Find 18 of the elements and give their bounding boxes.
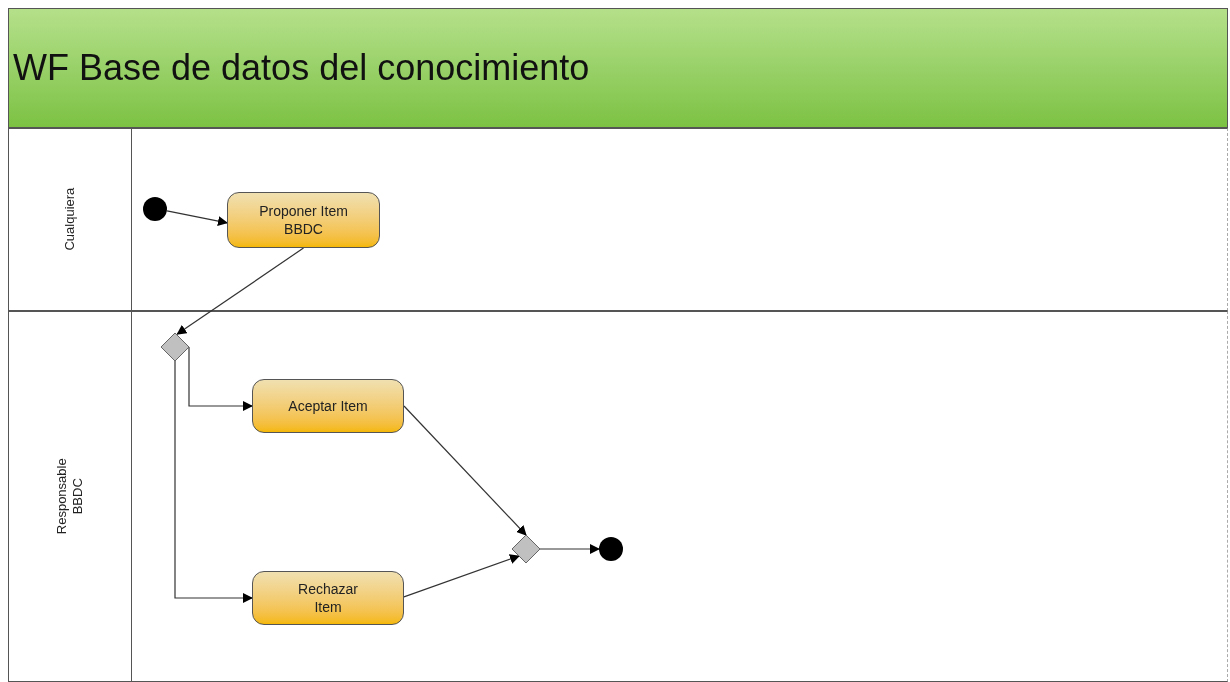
activity-label: Aceptar Item [288, 397, 368, 415]
lane-label: Responsable BBDC [53, 457, 86, 537]
arrow [403, 405, 527, 536]
arrow [403, 554, 520, 598]
activity-box [252, 379, 404, 433]
arrow [166, 210, 228, 226]
lane-label: Cualquiera [61, 186, 78, 253]
arrow [188, 346, 253, 411]
arrow [174, 360, 253, 603]
arrow [176, 247, 305, 335]
activity-box [227, 192, 380, 248]
activity-label: Rechazar Item [297, 580, 359, 616]
arrow [539, 544, 600, 554]
activity-box [252, 571, 404, 625]
swimlane [8, 311, 1228, 682]
activity-label: Proponer Item BBDC [258, 202, 349, 238]
swimlane [8, 128, 1228, 311]
diagram-title: WF Base de datos del conocimiento [13, 46, 590, 90]
